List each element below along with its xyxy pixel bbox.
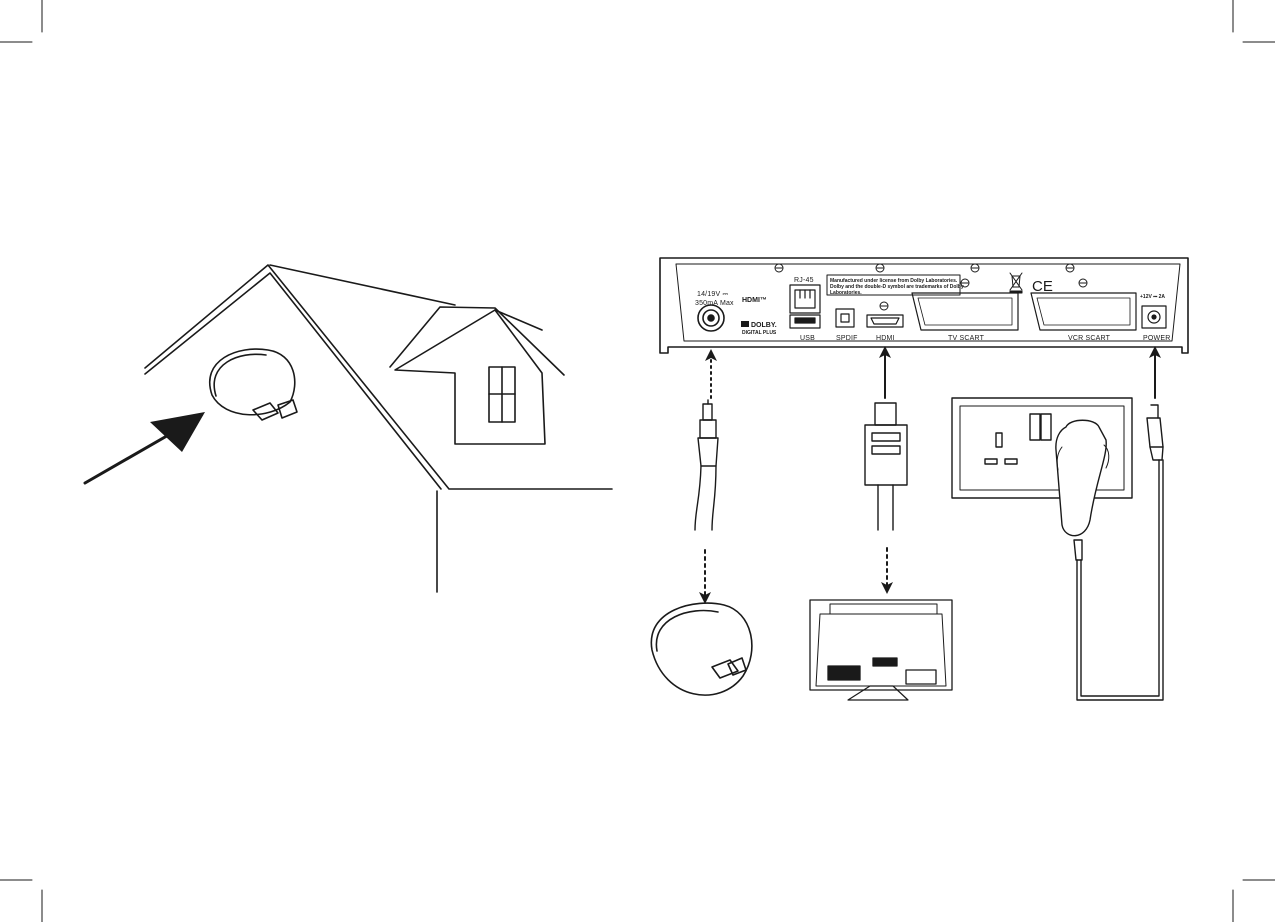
satellite-dish-on-roof [209,348,298,421]
lnb-input-port [697,304,725,332]
dolby-notice-line2: Dolby and the double-D symbol are tradem… [830,284,964,290]
hdmi-label: HDMI [876,335,895,342]
dolby-notice-line3: Laboratories. [830,290,862,296]
power-spec: +12V ⎓ 2A [1140,294,1165,300]
vcr-scart-port [1030,292,1137,331]
hdmi-cable [864,402,908,531]
rj45-port [789,284,821,314]
lnb-spec-line1: 14/19V ⎓ [697,291,729,298]
spdif-port [835,308,855,328]
dolby-notice-box [826,274,961,296]
hdmi-logo: HDMI™ [742,297,767,304]
connection-arrows [699,346,1161,604]
dolby-sub: DIGITAL PLUS [742,330,777,336]
tv-scart-label: TV SCART [948,335,985,342]
lnb-spec-line2: 350mA Max [695,300,734,307]
tv-rear-view [809,599,953,701]
hdmi-port [866,314,904,328]
tv-scart-port [911,292,1019,331]
receiver-rear-panel [659,257,1189,354]
house-illustration [83,264,613,593]
spdif-label: SPDIF [836,335,858,342]
coax-cable [694,399,719,531]
wall-socket-with-adapter [951,397,1164,701]
vcr-scart-label: VCR SCART [1068,335,1111,342]
usb-port [789,314,821,329]
dolby-logo-icon [741,321,749,327]
power-label: POWER [1143,335,1170,342]
dolby-notice-line1: Manufactured under license from Dolby La… [830,278,958,284]
satellite-dish-bottom [650,602,753,696]
rj45-label: RJ-45 [794,277,814,284]
usb-label: USB [800,335,815,342]
power-port [1141,305,1167,329]
dolby-logo: DOLBY. [751,322,777,329]
weee-bin-icon [1009,272,1023,294]
ce-mark: CE [1032,278,1053,295]
